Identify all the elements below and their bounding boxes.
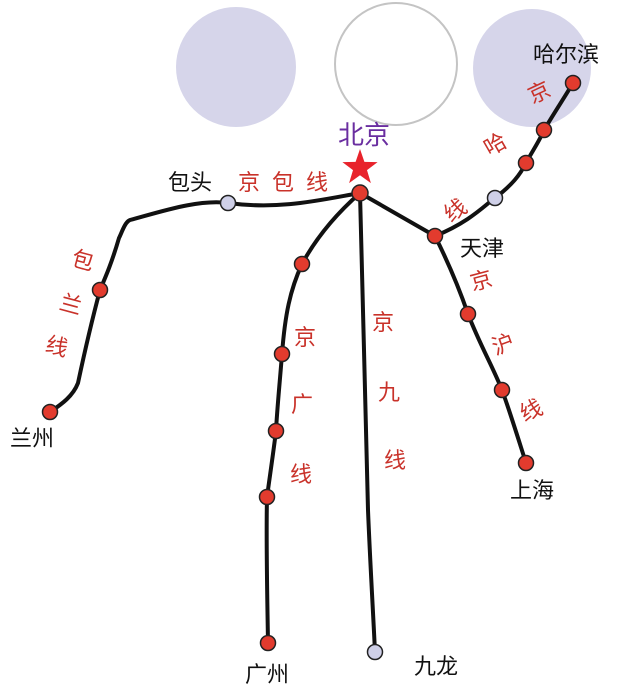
station-jinghu-2[interactable] xyxy=(493,381,511,399)
line-baolan-char-1: 包 xyxy=(69,247,97,277)
station-jingha-2[interactable] xyxy=(517,154,535,172)
decor-circle-right xyxy=(473,9,591,127)
line-jingguang-char-3: 线 xyxy=(290,463,312,488)
line-jingjiu-char-3: 线 xyxy=(384,449,406,474)
decor-circle-middle xyxy=(334,2,458,126)
line-baolan-char-2: 兰 xyxy=(57,291,85,321)
station-jingguang-4[interactable] xyxy=(258,488,276,506)
line-jingbao-char-3: 线 xyxy=(306,171,328,196)
station-lanzhou[interactable] xyxy=(41,403,59,421)
track-jingguang xyxy=(264,191,362,645)
city-label-tianjin: 天津 xyxy=(460,237,504,262)
track-jinghu xyxy=(433,234,528,465)
city-label-shanghai: 上海 xyxy=(510,479,554,504)
line-jingbao-char-2: 包 xyxy=(272,171,294,196)
line-jinghu-char-3: 线 xyxy=(516,395,547,427)
line-jingguang-char-2: 广 xyxy=(291,393,313,418)
decor-circle-left xyxy=(176,7,296,127)
city-label-kowloon: 九龙 xyxy=(414,655,458,680)
station-tianjin[interactable] xyxy=(426,227,444,245)
decorative-circles xyxy=(176,2,591,127)
line-jinghu-char-1: 京 xyxy=(468,267,496,297)
line-jinghu-char-2: 沪 xyxy=(489,330,518,361)
line-labels: 京 哈 线 京 包 线 包 兰 线 京 沪 线 京 广 线 京 九 线 xyxy=(43,77,555,488)
station-jingguang-2[interactable] xyxy=(273,345,291,363)
city-label-guangzhou: 广州 xyxy=(245,663,289,688)
station-jingguang-3[interactable] xyxy=(267,422,285,440)
track-jingjiu xyxy=(358,191,377,654)
station-jinghu-1[interactable] xyxy=(459,305,477,323)
stations xyxy=(41,74,582,661)
station-jingha-1[interactable] xyxy=(535,121,553,139)
city-label-harbin: 哈尔滨 xyxy=(533,43,599,68)
line-jingjiu-char-1: 京 xyxy=(372,311,394,336)
station-beijing[interactable] xyxy=(351,184,369,202)
track-jingbao-baolan xyxy=(48,191,362,414)
line-jingha-char-2: 哈 xyxy=(480,129,512,162)
station-harbin[interactable] xyxy=(564,74,582,92)
station-jingha-3[interactable] xyxy=(486,189,504,207)
line-jingha-char-3: 线 xyxy=(440,195,472,228)
city-label-lanzhou: 兰州 xyxy=(10,427,54,452)
station-jingguang-1[interactable] xyxy=(293,255,311,273)
station-baotou[interactable] xyxy=(219,194,237,212)
city-label-baotou: 包头 xyxy=(168,171,212,196)
station-kowloon[interactable] xyxy=(366,643,384,661)
line-baolan-char-3: 线 xyxy=(43,333,71,363)
capital-label: 北京 xyxy=(338,121,390,151)
line-jingguang-char-1: 京 xyxy=(294,326,316,351)
railway-tracks xyxy=(48,81,575,654)
line-jingbao-char-1: 京 xyxy=(238,171,260,196)
city-labels: 哈尔滨 包头 天津 兰州 上海 广州 九龙 xyxy=(10,43,599,688)
star-icon xyxy=(342,149,378,184)
station-shanghai[interactable] xyxy=(517,454,535,472)
station-baolan-1[interactable] xyxy=(91,281,109,299)
line-jingjiu-char-2: 九 xyxy=(378,381,400,406)
station-guangzhou[interactable] xyxy=(259,634,277,652)
